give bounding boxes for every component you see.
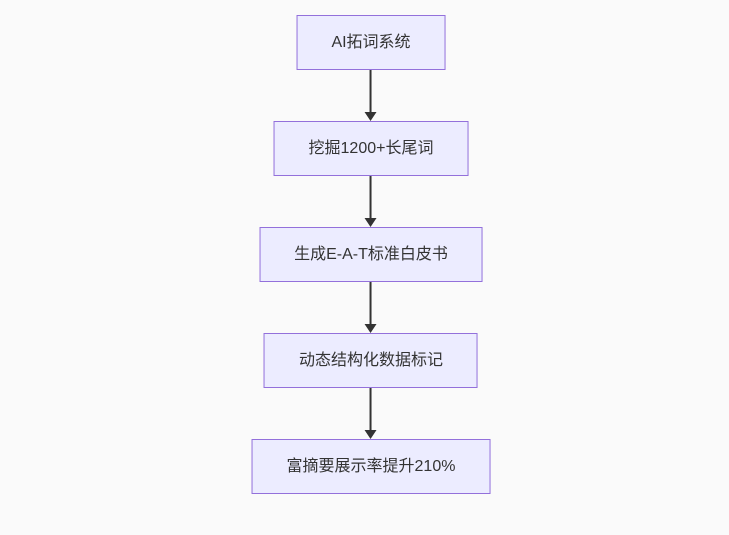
flow-arrow	[365, 388, 377, 439]
flow-arrow	[365, 70, 377, 121]
arrow-head-icon	[365, 218, 377, 227]
flow-node-eat-whitepaper: 生成E-A-T标准白皮书	[259, 227, 483, 282]
arrow-head-icon	[365, 324, 377, 333]
flow-arrow	[365, 176, 377, 227]
flowchart: AI拓词系统 挖掘1200+长尾词 生成E-A-T标准白皮书 动态结构化数据标记	[251, 15, 491, 494]
flow-node-ai-system: AI拓词系统	[296, 15, 446, 70]
flow-node-rich-snippet-result: 富摘要展示率提升210%	[251, 439, 491, 494]
flow-node-label: 动态结构化数据标记	[298, 351, 443, 369]
arrow-shaft	[370, 282, 372, 324]
flow-node-label: 挖掘1200+长尾词	[308, 139, 434, 157]
arrow-head-icon	[365, 112, 377, 121]
arrow-shaft	[370, 176, 372, 218]
flow-node-label: 生成E-A-T标准白皮书	[294, 245, 448, 263]
flow-node-label: AI拓词系统	[331, 33, 411, 51]
flow-arrow	[365, 282, 377, 333]
arrow-shaft	[370, 388, 372, 430]
arrow-shaft	[370, 70, 372, 112]
flow-node-structured-data: 动态结构化数据标记	[263, 333, 478, 388]
arrow-head-icon	[365, 430, 377, 439]
flow-node-label: 富摘要展示率提升210%	[286, 457, 456, 475]
flow-node-longtail-mining: 挖掘1200+长尾词	[273, 121, 469, 176]
